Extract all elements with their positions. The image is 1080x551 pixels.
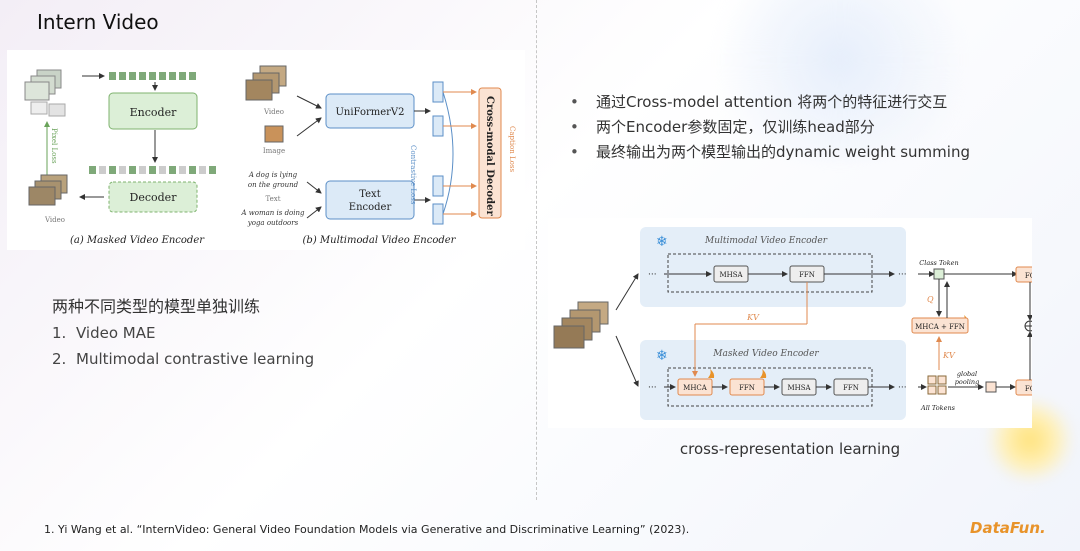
text-label-b: Text [265,195,280,203]
feature-columns [432,81,444,225]
bullet-icon: • [570,143,579,161]
bullet-list: •通过Cross-model attention 将两个的特征进行交互 •两个E… [570,90,970,165]
svg-text:FFN: FFN [843,384,859,392]
class-token-label: Class Token [919,259,958,267]
divider [536,0,537,500]
snowflake-icon: ❄ [656,348,668,364]
figure-caption: cross-representation learning [679,440,901,458]
image-thumbnail [264,125,284,143]
cross-modal-decoder-label: Cross-modal Decoder [484,96,495,216]
text-sample-4: yoga outdoors [247,219,299,227]
datafun-logo: DataFun. [970,519,1046,537]
slide-title: Intern Video [37,10,159,34]
token-row-bottom [89,166,216,174]
list-item: 2.Multimodal contrastive learning [52,350,315,368]
contrastive-loss-label: Contrastive Loss [409,145,417,205]
image-label-b: Image [263,147,285,155]
encoder-box [108,92,198,130]
decoder-label: Decoder [130,191,178,204]
kv-label-left: KV [746,313,760,322]
multimodal-encoder-title: Multimodal Video Encoder [704,236,828,246]
svg-text:FC: FC [1025,272,1032,280]
video-label-b: Video [263,108,284,116]
ellipsis: ··· [648,270,657,280]
bullet-icon: • [570,93,579,111]
text-sample-3: A woman is doing [240,209,305,217]
token-row-top [109,72,196,80]
ellipsis: ··· [648,383,657,393]
svg-text:MHSA: MHSA [719,271,743,279]
decorative-glow-top [690,0,990,160]
pooled-token [985,381,997,393]
text-sample-1: A dog is lying [248,171,298,179]
reconstructed-video-frames [28,174,68,206]
svg-text:FC: FC [1025,385,1032,393]
list-item: •两个Encoder参数固定，仅训练head部分 [570,115,970,140]
text-encoder-box [325,180,415,220]
class-token [933,268,945,280]
svg-text:MHCA + FFN: MHCA + FFN [915,323,965,331]
bullet-icon: • [570,118,579,136]
encoder-label: Encoder [130,106,177,119]
uniformer-label: UniFormerV2 [335,107,404,118]
top-block-frame [667,253,873,293]
global-pooling-label-2: pooling [955,378,980,386]
all-tokens-label: All Tokens [920,404,956,412]
masked-encoder-title: Masked Video Encoder [712,349,819,359]
multimodal-encoder-panel [640,227,906,307]
caption-b: (b) Multimodal Video Encoder [303,235,457,246]
section-subtitle: 两种不同类型的模型单独训练 [52,297,261,316]
caption-loss-label: Caption Loss [508,126,516,172]
list-item: 1.Video MAE [52,324,156,342]
text-sample-2: on the ground [248,181,299,189]
svg-text:FFN: FFN [739,384,755,392]
ellipsis: ··· [898,383,907,393]
masked-video-frames [24,69,66,117]
video-frames-b [245,65,287,101]
video-label-a: Video [44,216,65,224]
numbered-list: 1.Video MAE 2.Multimodal contrastive lea… [52,320,314,372]
right-figure: ❄ ❄ Multimodal Video Encoder Masked Vide… [548,218,1045,428]
decoder-box [108,181,198,213]
global-pooling-label-1: global [957,370,977,378]
input-video-frames [553,301,609,349]
sum-icon [1024,320,1036,332]
svg-text:MHSA: MHSA [787,384,811,392]
text-encoder-label-1: Text [359,189,380,200]
ellipsis: ··· [898,270,907,280]
svg-text:FFN: FFN [799,271,815,279]
text-encoder-label-2: Encoder [349,202,392,213]
svg-text:MHCA: MHCA [683,384,708,392]
all-tokens-grid [927,375,947,395]
caption-a: (a) Masked Video Encoder [70,235,205,246]
q-label: Q [927,295,934,304]
kv-label-right: KV [942,351,956,360]
footnote: 1. Yi Wang et al. “InternVideo: General … [44,523,690,536]
mhca-ffn-block [911,317,969,334]
list-item: •通过Cross-model attention 将两个的特征进行交互 [570,90,970,115]
pixel-loss-label: Pixel Loss [50,128,58,164]
snowflake-icon: ❄ [656,234,668,250]
masked-encoder-panel [640,340,906,420]
cross-modal-decoder-box [478,87,502,219]
left-figure: Encoder Decoder Pixel Loss Video (a) Mas… [7,50,525,250]
list-item: •最终输出为两个模型输出的dynamic weight summing [570,140,970,165]
